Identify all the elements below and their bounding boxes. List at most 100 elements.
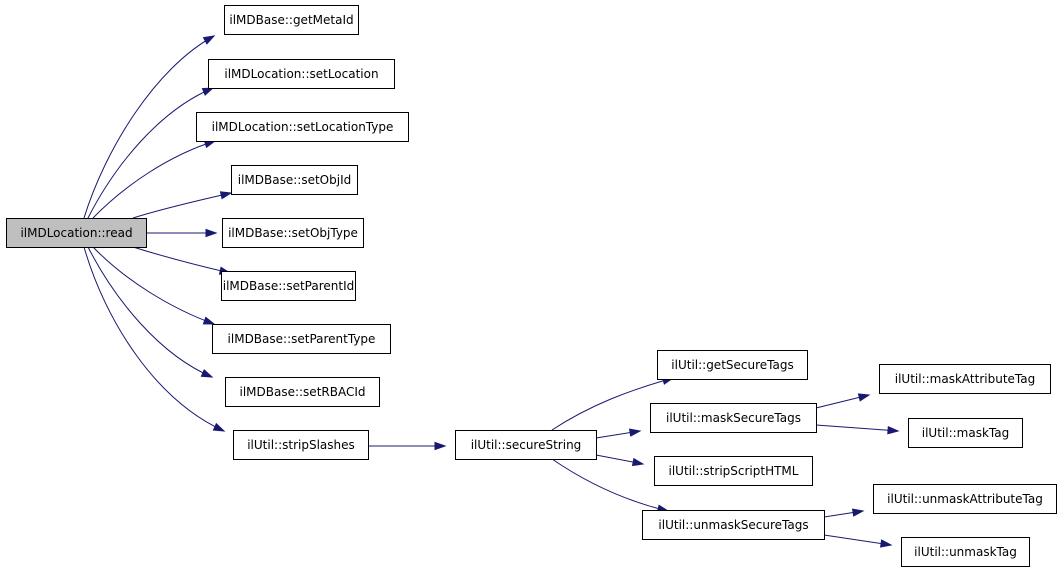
arrowhead-icon: [219, 191, 233, 200]
node-label: ilUtil::unmaskSecureTags: [658, 518, 808, 532]
edge-root-to-stripSlashes: [83, 246, 226, 432]
edge-line: [92, 140, 216, 219]
node-setParentId[interactable]: ilMDBase::setParentId: [221, 271, 356, 301]
edge-stripSlashes-to-secureString: [368, 441, 447, 451]
edge-root-to-setObjType: [146, 228, 218, 238]
edge-line: [132, 192, 232, 219]
node-label: ilMDBase::setParentId: [223, 279, 354, 293]
node-label: ilMDLocation::read: [20, 226, 132, 240]
node-label: ilUtil::maskTag: [922, 426, 1009, 440]
edge-line: [87, 246, 213, 378]
edge-line: [551, 377, 674, 431]
edge-secureString-to-stripScriptHTML: [595, 454, 645, 467]
node-label: ilMDBase::setParentType: [228, 332, 376, 346]
node-box: [221, 271, 356, 301]
node-stripSlashes[interactable]: ilUtil::stripSlashes: [233, 430, 369, 460]
node-box: [654, 456, 813, 486]
edge-line: [132, 246, 231, 274]
node-box: [212, 324, 391, 354]
node-box: [208, 59, 395, 89]
edge-line: [815, 424, 899, 432]
arrowhead-icon: [628, 428, 642, 437]
node-maskAttributeTag[interactable]: ilUtil::maskAttributeTag: [879, 364, 1051, 394]
edge-line: [83, 246, 225, 432]
node-box: [455, 430, 597, 460]
node-label: ilMDBase::setObjType: [228, 226, 358, 240]
node-box: [879, 364, 1051, 394]
node-setObjId[interactable]: ilMDBase::setObjId: [231, 165, 358, 195]
arrowhead-icon: [434, 441, 447, 451]
node-box: [224, 5, 359, 35]
edge-root-to-setParentType: [92, 246, 216, 325]
node-label: ilMDBase::setObjId: [238, 173, 351, 187]
arrowhead-icon: [205, 228, 218, 238]
node-stripScriptHTML[interactable]: ilUtil::stripScriptHTML: [654, 456, 813, 486]
node-box: [650, 403, 817, 433]
edge-root-to-getMetaId: [83, 35, 216, 219]
edge-maskSecureTags-to-maskAttributeTag: [815, 393, 871, 409]
node-box: [901, 537, 1030, 567]
node-getSecureTags[interactable]: ilUtil::getSecureTags: [657, 350, 808, 380]
root-node[interactable]: ilMDLocation::read: [6, 218, 147, 248]
node-getMetaId[interactable]: ilMDBase::getMetaId: [224, 5, 359, 35]
node-label: ilMDBase::setRBACId: [239, 385, 365, 399]
edge-root-to-setLocation: [87, 87, 215, 219]
node-setLocation[interactable]: ilMDLocation::setLocation: [208, 59, 395, 89]
node-box: [6, 218, 147, 248]
arrowhead-icon: [201, 87, 215, 96]
node-box: [196, 112, 409, 142]
node-label: ilUtil::unmaskTag: [914, 545, 1017, 559]
node-box: [642, 510, 825, 540]
node-label: ilUtil::stripScriptHTML: [669, 464, 799, 478]
arrowhead-icon: [879, 539, 893, 548]
node-box: [233, 430, 369, 460]
arrowhead-icon: [200, 369, 214, 378]
node-label: ilUtil::stripSlashes: [247, 438, 355, 452]
edge-secureString-to-maskSecureTags: [595, 428, 642, 439]
node-setRBACId[interactable]: ilMDBase::setRBACId: [225, 377, 380, 407]
node-label: ilMDLocation::setLocation: [224, 67, 378, 81]
arrowhead-icon: [202, 35, 216, 45]
edge-root-to-setObjId: [132, 191, 233, 219]
edge-line: [551, 458, 669, 512]
edges-layer: [83, 35, 900, 548]
node-box: [225, 377, 380, 407]
node-secureString[interactable]: ilUtil::secureString: [455, 430, 597, 460]
node-label: ilMDBase::getMetaId: [229, 13, 353, 27]
edge-line: [92, 246, 215, 325]
edge-line: [87, 87, 214, 219]
node-label: ilUtil::secureString: [471, 438, 582, 452]
node-unmaskSecureTags[interactable]: ilUtil::unmaskSecureTags: [642, 510, 825, 540]
node-box: [657, 350, 808, 380]
arrowhead-icon: [202, 316, 216, 325]
arrowhead-icon: [631, 457, 645, 467]
arrowhead-icon: [857, 393, 871, 402]
edge-unmaskSecureTags-to-unmaskAttributeTag: [823, 508, 865, 518]
node-box: [908, 418, 1023, 448]
edge-secureString-to-unmaskSecureTags: [551, 458, 670, 513]
edge-unmaskSecureTags-to-unmaskTag: [823, 534, 893, 548]
node-box: [231, 165, 358, 195]
arrowhead-icon: [887, 426, 900, 435]
node-maskTag[interactable]: ilUtil::maskTag: [908, 418, 1023, 448]
node-box: [873, 484, 1057, 514]
node-label: ilUtil::maskSecureTags: [666, 411, 801, 425]
node-unmaskTag[interactable]: ilUtil::unmaskTag: [901, 537, 1030, 567]
node-maskSecureTags[interactable]: ilUtil::maskSecureTags: [650, 403, 817, 433]
edge-maskSecureTags-to-maskTag: [815, 424, 900, 435]
node-unmaskAttributeTag[interactable]: ilUtil::unmaskAttributeTag: [873, 484, 1057, 514]
edge-line: [823, 534, 892, 546]
node-box: [222, 218, 364, 248]
node-setObjType[interactable]: ilMDBase::setObjType: [222, 218, 364, 248]
edge-root-to-setRBACId: [87, 246, 214, 378]
node-label: ilMDLocation::setLocationType: [212, 120, 394, 134]
edge-line: [83, 35, 215, 219]
nodes-layer: ilMDLocation::read ilMDBase::getMetaIdilM…: [6, 5, 1057, 567]
node-setParentType[interactable]: ilMDBase::setParentType: [212, 324, 391, 354]
node-setLocationType[interactable]: ilMDLocation::setLocationType: [196, 112, 409, 142]
node-label: ilUtil::getSecureTags: [671, 358, 793, 372]
arrowhead-icon: [851, 508, 865, 517]
edge-root-to-setParentId: [132, 246, 232, 275]
node-label: ilUtil::maskAttributeTag: [895, 372, 1035, 386]
